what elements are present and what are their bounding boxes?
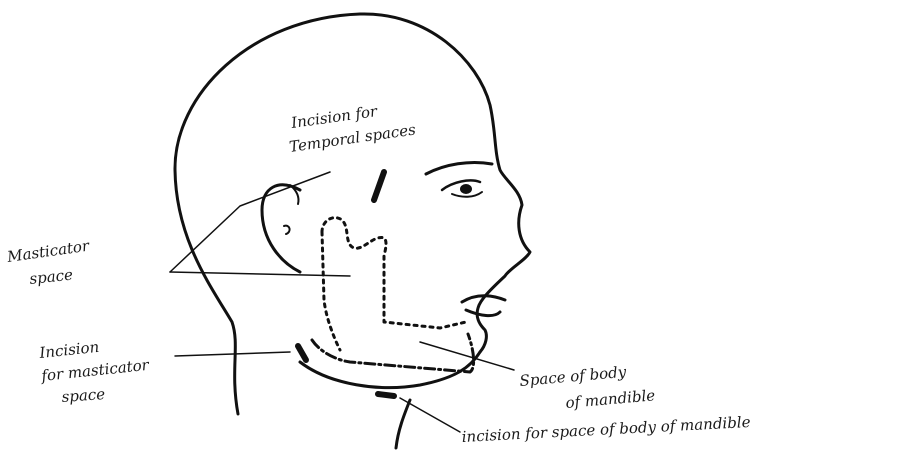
body-mandible-space-outline [312, 334, 474, 372]
label-incision-masticator-line3: space [61, 385, 106, 406]
ear-outline [262, 185, 300, 272]
leader-incision-body [400, 398, 460, 432]
body-mandible-incision-mark [378, 394, 394, 396]
eyebrow [426, 162, 492, 174]
masticator-incision-mark [298, 346, 306, 360]
temporal-incision-mark [374, 172, 384, 200]
label-incision-body: incision for space of body of mandible [461, 413, 751, 446]
label-space-body-line2: of mandible [565, 386, 656, 412]
lower-lip [466, 310, 500, 316]
masticator-space-outer [322, 232, 340, 350]
ear-hole [284, 226, 290, 234]
eye-pupil [460, 184, 472, 194]
label-masticator-line1: Masticator [5, 237, 91, 267]
masticator-space-outline [322, 218, 466, 328]
neck-line [396, 400, 410, 448]
label-incision-masticator-line1: Incision [38, 338, 101, 362]
label-masticator-line2: space [29, 266, 74, 288]
leader-incision-masticator [175, 352, 290, 356]
label-space-body-line1: Space of body [519, 363, 628, 390]
